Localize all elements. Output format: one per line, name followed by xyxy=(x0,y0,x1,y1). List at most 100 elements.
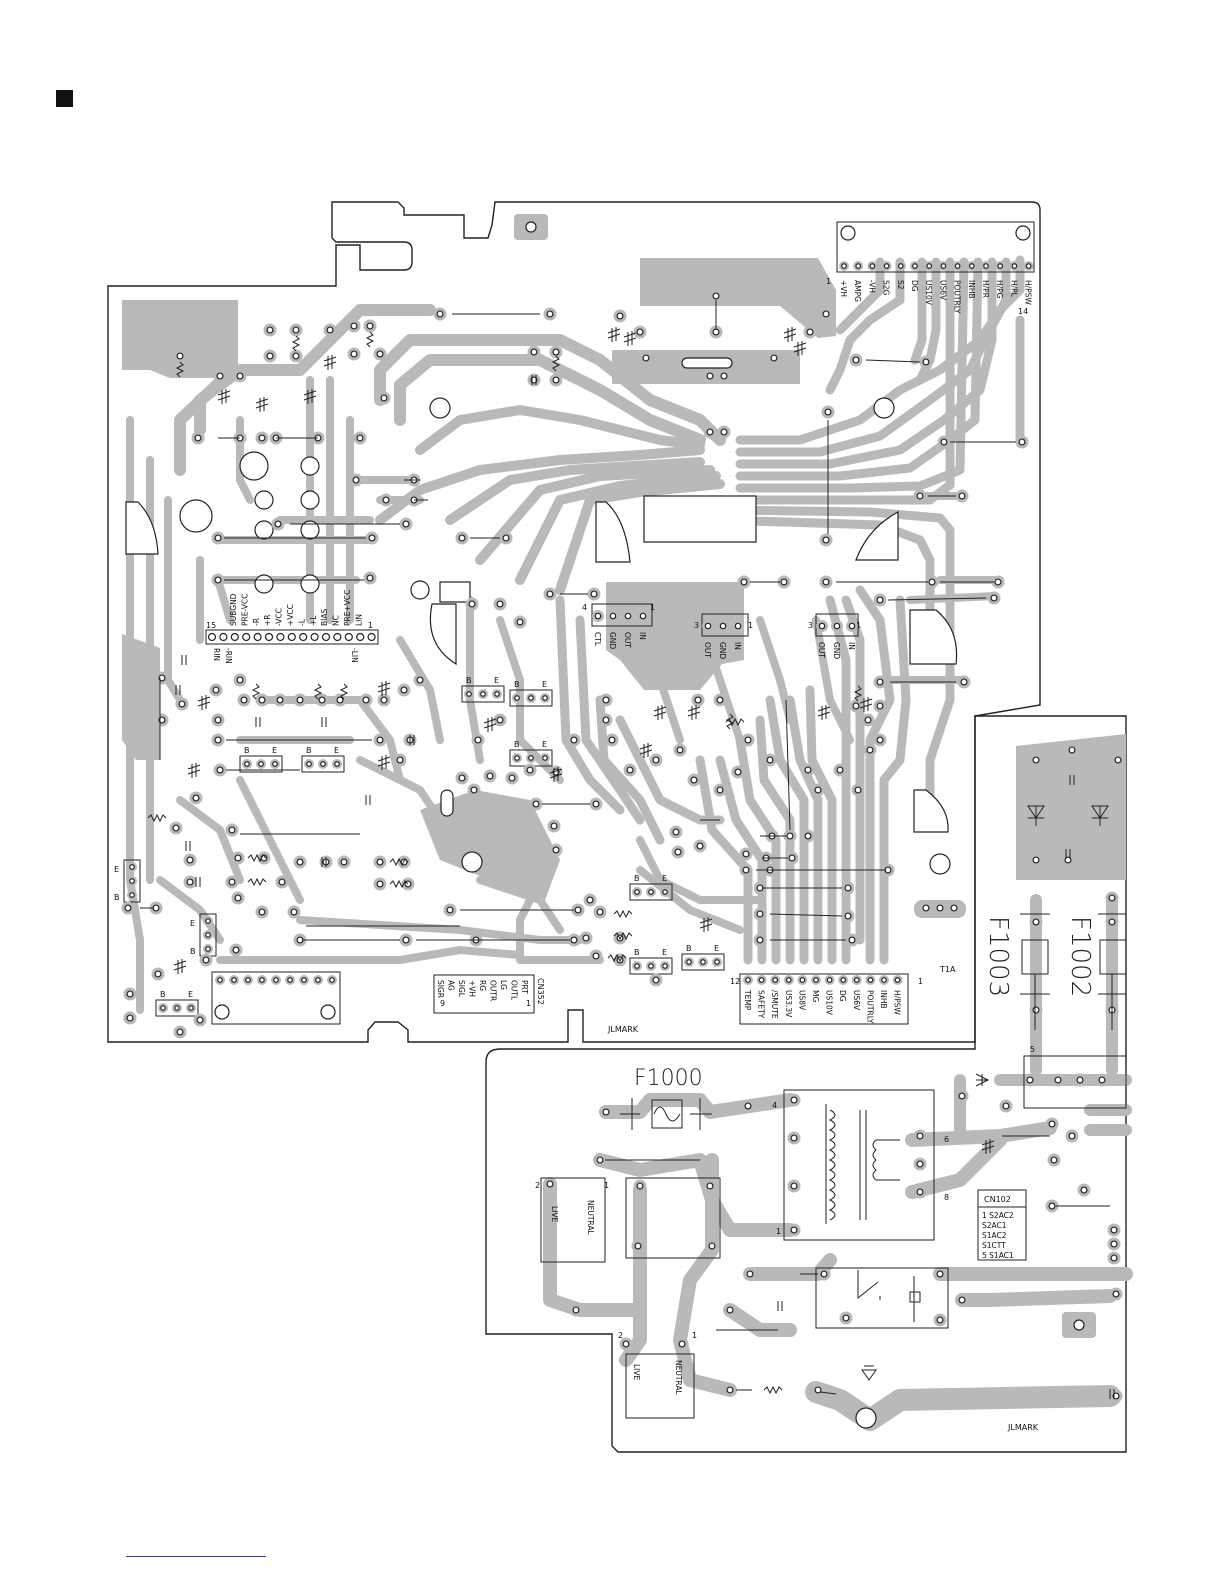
component-pad xyxy=(191,431,205,445)
transistor-pin xyxy=(660,887,670,897)
component-pad xyxy=(513,615,527,629)
component-pad xyxy=(571,903,585,917)
header-pin xyxy=(243,975,253,985)
component-pad xyxy=(787,1179,801,1193)
component-pad xyxy=(443,903,457,917)
bottom-connector-pin xyxy=(824,975,835,985)
section-marker xyxy=(56,90,73,107)
main-board-outline xyxy=(107,201,1041,1043)
regulator-mid-n-left: 3 xyxy=(694,621,699,630)
preamp-pin-last: 1 xyxy=(368,621,373,630)
component-pad xyxy=(373,855,387,869)
component-pad xyxy=(1065,743,1079,757)
regulator-pin xyxy=(637,610,649,622)
jumper-wire xyxy=(819,1391,837,1395)
transistor-b-label: B xyxy=(466,676,472,685)
transistor-pin xyxy=(203,916,213,926)
cn352-pin-label: SIGL xyxy=(457,980,466,998)
component-symbols xyxy=(147,327,1115,1399)
fuse-main xyxy=(620,1098,712,1130)
top-connector-pin xyxy=(1009,261,1020,271)
cn352-pin-label: AG xyxy=(447,980,456,991)
component-pad xyxy=(377,391,391,405)
top-connector-pin-label: H/PSW xyxy=(1024,280,1033,305)
transistor-pin xyxy=(242,759,252,769)
footer-link-rule[interactable] xyxy=(126,1556,266,1557)
component-pad xyxy=(233,369,247,383)
electrolytic-capacitor-icon xyxy=(981,1139,995,1154)
transistor-b-label: B xyxy=(634,874,640,883)
resistor-icon xyxy=(365,331,375,348)
component-pad xyxy=(709,289,723,303)
regulator-pin xyxy=(846,620,858,632)
cn352-n-last: 9 xyxy=(440,999,445,1008)
resistor-icon xyxy=(613,909,633,919)
top-connector-pin xyxy=(966,261,977,271)
component-pad xyxy=(913,489,927,503)
bottom-connector-pin-label: TEMP xyxy=(743,989,752,1011)
component-pad xyxy=(123,1011,137,1025)
transistor-b-label: B xyxy=(190,947,196,956)
bottom-connector-pin-label: US6V xyxy=(852,990,861,1011)
component-pad xyxy=(373,877,387,891)
bottom-connector-n-last: 1 xyxy=(918,977,923,986)
component-pad xyxy=(527,345,541,359)
transistor-pin xyxy=(512,693,522,703)
component-pad xyxy=(849,699,863,713)
transistor: EB xyxy=(114,859,141,903)
component-pad xyxy=(703,369,717,383)
transistor-b-label: B xyxy=(244,746,250,755)
component-pad xyxy=(785,851,799,865)
capacitor-icon xyxy=(531,375,537,385)
electrolytic-capacitor-icon xyxy=(607,327,621,342)
component-pad xyxy=(955,1089,969,1103)
transistor-pin xyxy=(632,887,642,897)
component-pad xyxy=(673,743,687,757)
component-pad xyxy=(913,1129,927,1143)
header-pin xyxy=(271,975,281,985)
component-pad xyxy=(619,1337,633,1351)
resistor-icon xyxy=(607,953,627,963)
transistor-e-label: E xyxy=(662,874,667,883)
component-pad xyxy=(801,763,815,777)
component-pad xyxy=(833,763,847,777)
component-pad xyxy=(1045,1199,1059,1213)
component-pad xyxy=(523,763,537,777)
component-pad xyxy=(633,325,647,339)
neutral-label: NEUTRAL xyxy=(586,1200,595,1235)
electrolytic-capacitor-icon xyxy=(793,341,807,356)
regulator-pin-label: OUT xyxy=(623,632,632,648)
capacitor-icon xyxy=(1069,775,1075,785)
regulator-pin xyxy=(622,610,634,622)
component-pad xyxy=(413,673,427,687)
fuse-main-label: F1000 xyxy=(634,1066,703,1091)
top-connector-pin xyxy=(867,261,878,271)
jumper-wires xyxy=(140,300,1110,1395)
regulator-right-n-right: 1 xyxy=(856,621,861,630)
live-label: LIVE xyxy=(550,1206,559,1223)
preamp-pin xyxy=(367,632,376,642)
component-pad xyxy=(483,769,497,783)
component-pad xyxy=(155,671,169,685)
regulator-pin-label: IN xyxy=(733,642,742,650)
electrolytic-capacitor-icon xyxy=(859,697,873,712)
transistor-pin xyxy=(632,961,642,971)
component-pad xyxy=(787,1131,801,1145)
transistor-pin xyxy=(698,957,708,967)
component-pad xyxy=(675,1337,689,1351)
regulator-pin-label: GND xyxy=(832,642,841,659)
component-pad xyxy=(1029,753,1043,767)
preamp-pin xyxy=(310,632,319,642)
component-pad xyxy=(787,1223,801,1237)
component-pad xyxy=(289,349,303,363)
preamp-pin xyxy=(219,632,228,642)
component-pad xyxy=(913,1157,927,1171)
resistor-icon xyxy=(291,335,301,352)
fuse-b xyxy=(1098,913,1127,1030)
component-pad xyxy=(349,473,363,487)
component-pad xyxy=(173,349,187,363)
component-pad xyxy=(169,821,183,835)
top-connector-pin xyxy=(995,261,1006,271)
component-pad xyxy=(323,323,337,337)
